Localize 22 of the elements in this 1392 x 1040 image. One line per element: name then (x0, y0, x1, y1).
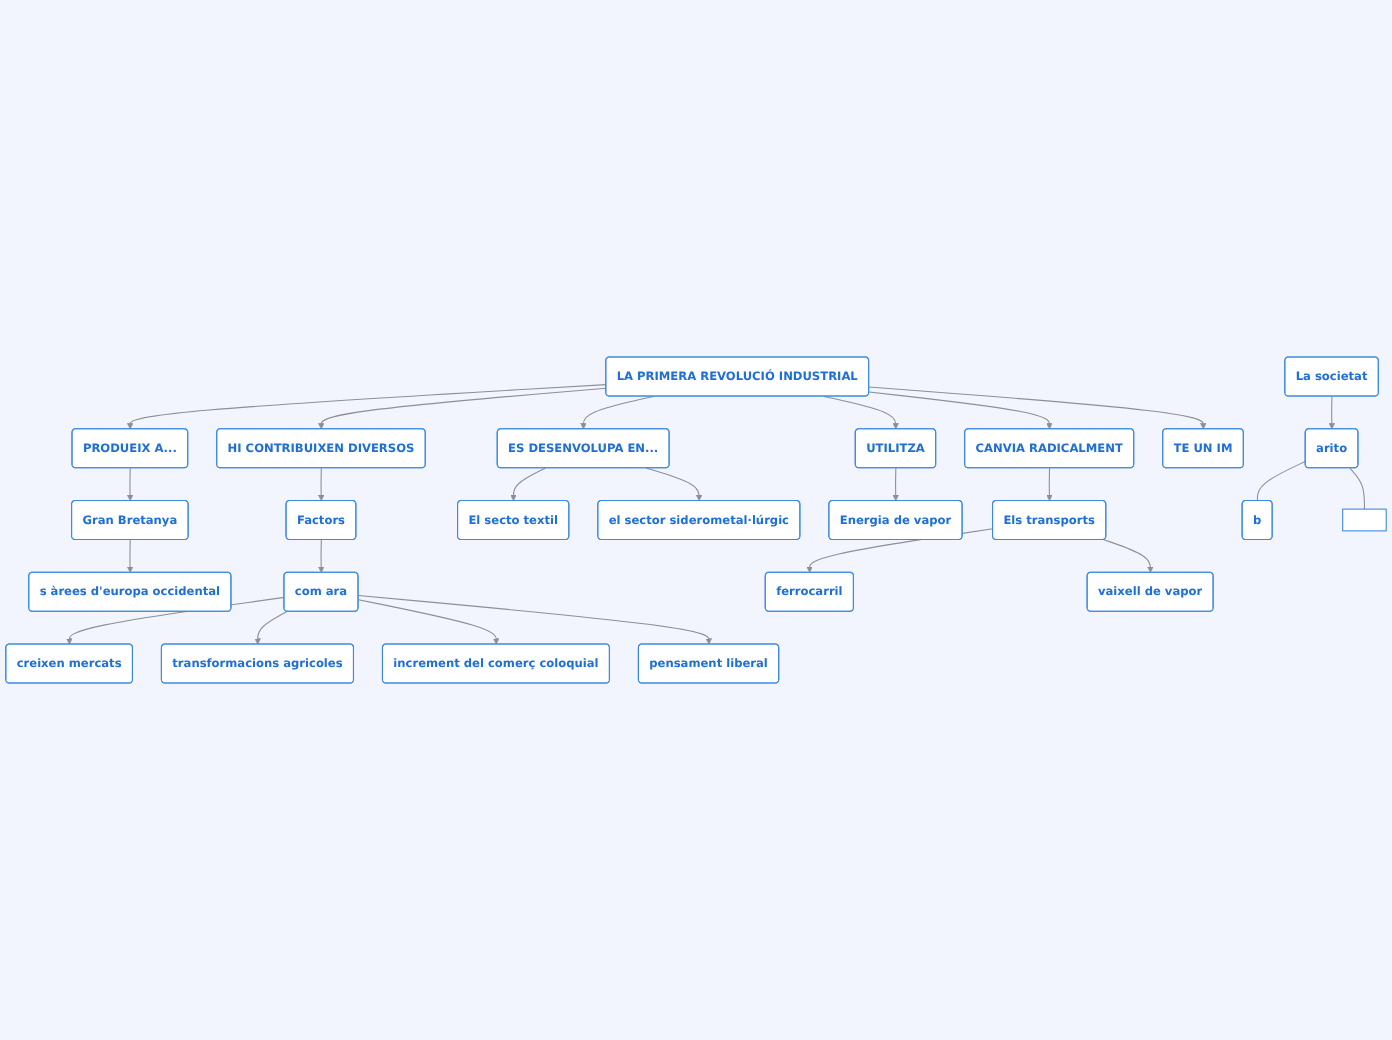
arrow (1328, 395, 1335, 430)
arrow (357, 595, 712, 645)
arrow (126, 467, 134, 502)
connector (1256, 460, 1307, 502)
arrow (126, 384, 607, 430)
connector (1349, 467, 1365, 510)
node-box (1342, 508, 1387, 532)
arrow (580, 395, 655, 430)
arrow (823, 395, 899, 430)
arrow (892, 467, 899, 502)
arrow (318, 539, 325, 573)
arrow (318, 467, 325, 502)
arrow (868, 391, 1053, 430)
arrow (1103, 539, 1154, 573)
arrow (318, 387, 607, 430)
arrow (357, 599, 500, 645)
arrow (126, 539, 134, 573)
arrow (868, 386, 1207, 430)
arrow (254, 611, 288, 645)
arrow (510, 467, 546, 502)
arrow (1046, 467, 1053, 502)
arrow (646, 467, 703, 502)
